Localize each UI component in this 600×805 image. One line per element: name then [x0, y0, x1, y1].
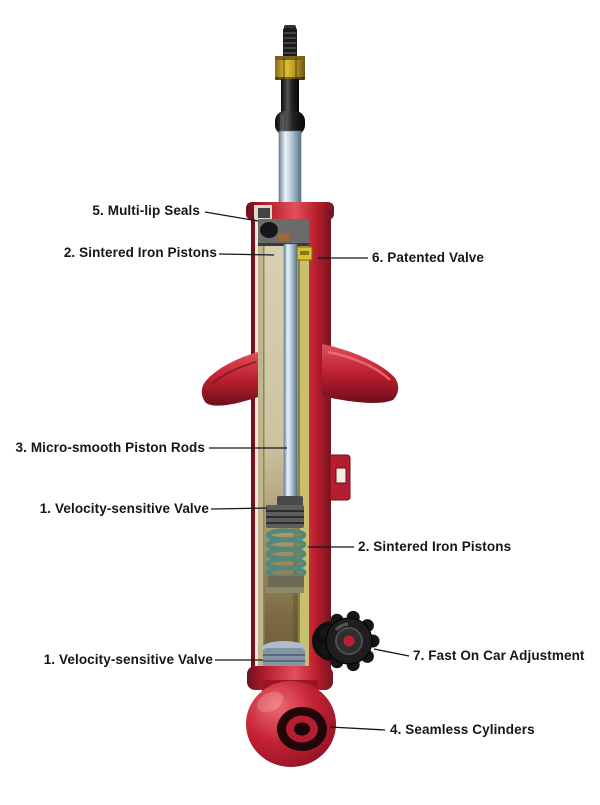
interior-piston-rod [283, 243, 298, 505]
label-sintered-iron-pistons-mid: 2. Sintered Iron Pistons [358, 539, 512, 554]
label-patented-valve: 6. Patented Valve [372, 250, 485, 265]
cutaway-interior [255, 219, 313, 679]
mid-piston-assembly [265, 496, 307, 593]
piston-spring [265, 528, 307, 580]
mounting-bracket [329, 454, 351, 501]
adjustment-knob [312, 610, 380, 672]
label-velocity-sensitive-valve-mid: 1. Velocity-sensitive Valve [39, 501, 209, 516]
label-micro-smooth-piston-rods: 3. Micro-smooth Piston Rods [15, 440, 205, 455]
leader-lines [204, 211, 410, 731]
label-sintered-iron-pistons-top: 2. Sintered Iron Pistons [63, 245, 217, 260]
multi-lip-seal [258, 219, 309, 246]
inner-tube-wall [299, 219, 309, 668]
label-multi-lip-seals: 5. Multi-lip Seals [92, 203, 200, 218]
label-seamless-cylinders: 4. Seamless Cylinders [390, 722, 535, 737]
bottom-eyelet [246, 680, 336, 767]
label-fast-on-car-adjustment: 7. Fast On Car Adjustment [413, 648, 585, 663]
spring-seat-flange [201, 344, 399, 406]
piston-rod-top-assembly [275, 25, 305, 224]
rod-collar [275, 111, 305, 135]
patented-valve [296, 246, 313, 261]
brass-nut [275, 57, 305, 80]
label-velocity-sensitive-valve-bottom: 1. Velocity-sensitive Valve [43, 652, 213, 667]
